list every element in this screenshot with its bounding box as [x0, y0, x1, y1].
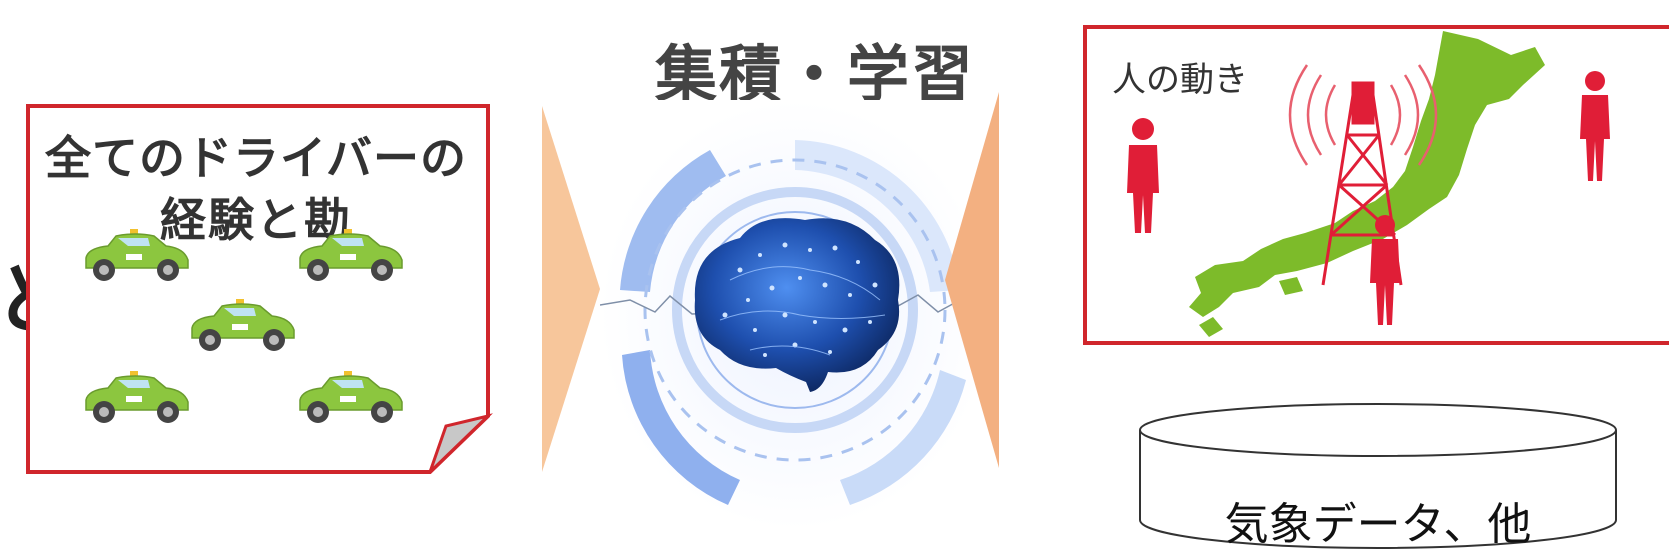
people-movement-label: 人の動き	[1112, 60, 1248, 100]
weather-data-label: 気象データ、他	[1224, 499, 1532, 550]
people-movement-card	[1083, 25, 1669, 345]
drivers-experience-card: 全てのドライバーの 経験と勘	[26, 104, 510, 476]
taxi-icon	[299, 229, 403, 281]
ai-brain-graphic	[600, 100, 990, 530]
arrow-left-icon	[945, 92, 999, 468]
taxi-icon	[85, 371, 189, 423]
taxi-icon	[191, 299, 295, 351]
weather-database-icon	[1139, 403, 1617, 549]
taxi-icon	[299, 371, 403, 423]
drivers-title-line1: 全てのドライバーの	[44, 131, 468, 185]
drivers-title-line2: 経験と勘	[160, 193, 352, 247]
center-title: 集積・学習	[654, 38, 975, 111]
person-icon	[1370, 215, 1400, 325]
person-icon	[1127, 118, 1159, 233]
person-icon	[1580, 71, 1610, 181]
taxi-icon	[85, 229, 189, 281]
radio-tower-icon	[1321, 81, 1403, 286]
arrow-right-icon	[542, 106, 600, 472]
